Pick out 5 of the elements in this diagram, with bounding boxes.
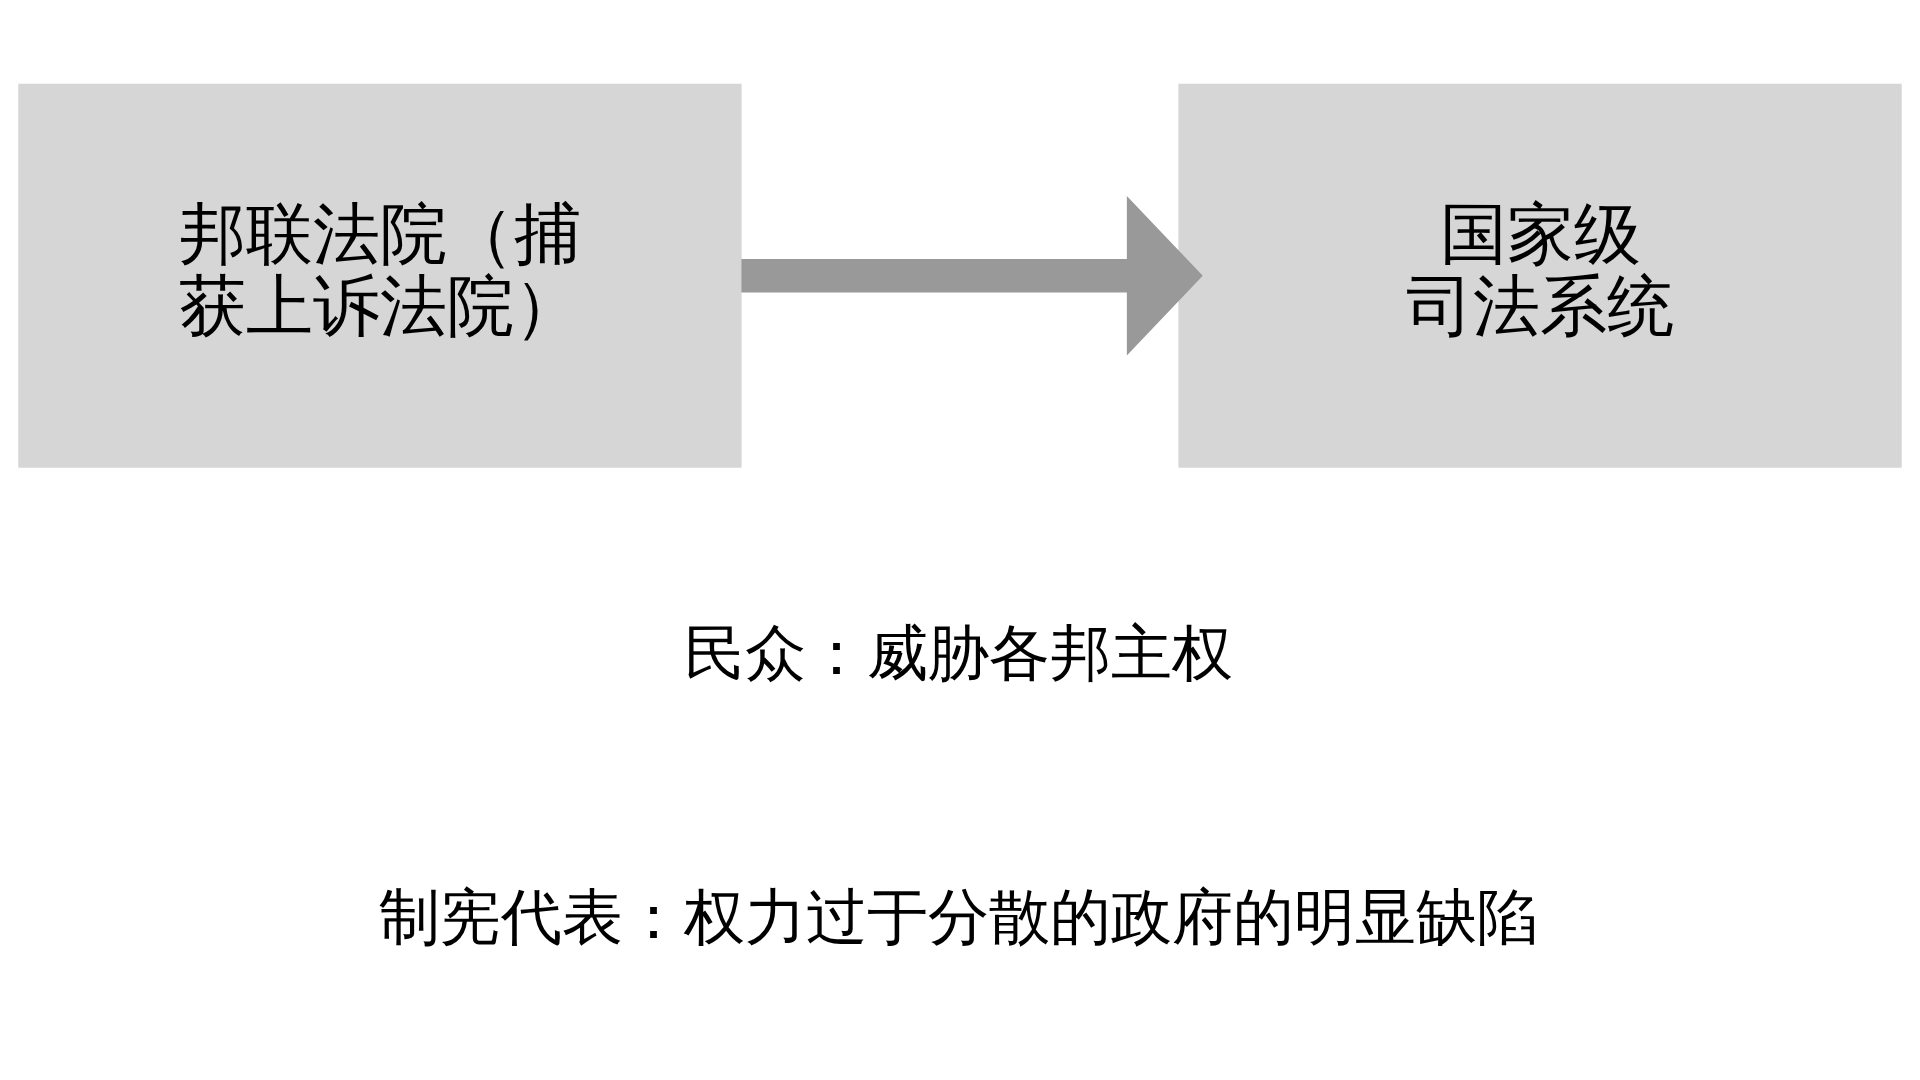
arrow <box>741 196 1203 356</box>
label: 民众：威胁各邦主权 <box>684 616 1234 688</box>
node-box: 国家级司法系统 <box>1178 83 1902 468</box>
label: 制宪代表：权力过于分散的政府的明显缺陷 <box>379 881 1539 953</box>
node-box: 邦联法院（捕获上诉法院） <box>18 83 742 468</box>
